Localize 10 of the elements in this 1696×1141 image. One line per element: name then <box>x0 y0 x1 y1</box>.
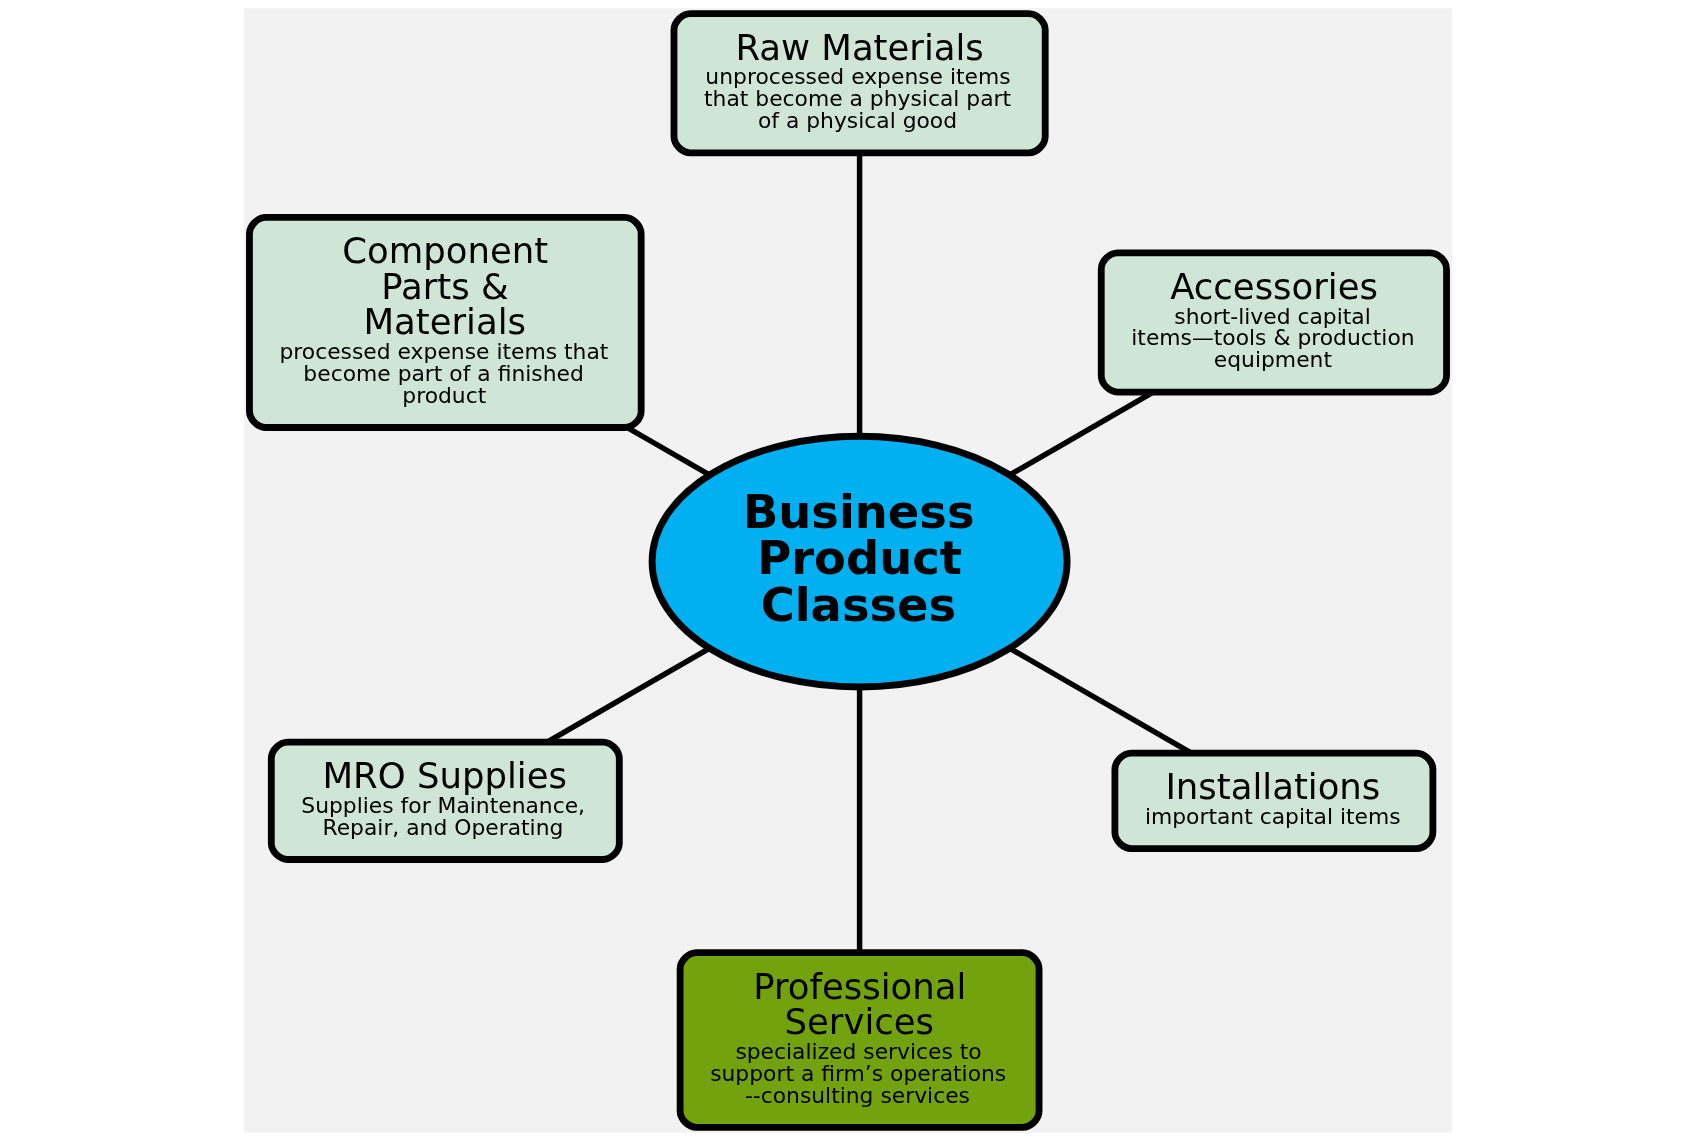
connector <box>856 687 863 953</box>
connector <box>856 153 863 436</box>
connector <box>626 425 711 478</box>
node-ellipse: Business Product Classes <box>648 432 1071 691</box>
node-box: Professional Services specialized services to support a firm’s operations--consulting services <box>676 949 1043 1131</box>
node-box: Raw Materials unprocessed expense items that become a physical part of a physical good <box>670 10 1049 157</box>
node-box: Accessories short-lived capital items—tools & production equipment <box>1097 249 1450 396</box>
node-box: MRO Supplies Supplies for Maintenance, Repair, and Operating <box>267 738 623 863</box>
node-box: Installations important capital items <box>1111 749 1437 852</box>
node-box: Component Parts & Materials processed expense items that become part of a finished product <box>246 213 645 431</box>
